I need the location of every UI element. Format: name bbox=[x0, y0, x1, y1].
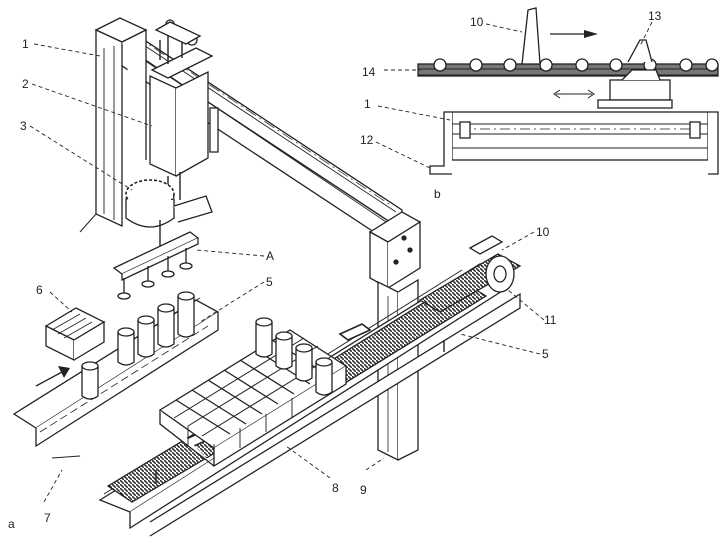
chain-belt bbox=[417, 63, 719, 77]
gripper-bar bbox=[112, 220, 200, 300]
rotary-head bbox=[125, 179, 213, 228]
left-column bbox=[79, 17, 148, 233]
inset-b bbox=[417, 7, 719, 175]
label-5: 5 bbox=[266, 275, 273, 289]
label-2: 2 bbox=[22, 77, 29, 91]
inset-label-12: 12 bbox=[360, 133, 374, 147]
pusher-finger bbox=[521, 7, 541, 65]
label-a-lower: a bbox=[8, 517, 15, 531]
feed-arrow bbox=[35, 371, 63, 387]
z-axis-carriage bbox=[149, 19, 219, 200]
label-1: 1 bbox=[22, 37, 29, 51]
label-11: 11 bbox=[544, 313, 557, 327]
pusher-cylinder bbox=[44, 307, 106, 362]
callout-labels: 1 2 3 A 6 5 10 11 5 8 9 7 a 10 13 14 1 1… bbox=[8, 9, 662, 531]
linear-axis bbox=[451, 111, 709, 161]
inset-label-b: b bbox=[434, 187, 441, 201]
inset-label-14: 14 bbox=[362, 65, 376, 79]
label-3: 3 bbox=[20, 119, 27, 133]
inset-label-1: 1 bbox=[364, 97, 371, 111]
inset-label-10: 10 bbox=[470, 15, 484, 29]
label-7: 7 bbox=[44, 511, 51, 525]
infeed-cans bbox=[81, 291, 195, 400]
label-10: 10 bbox=[536, 225, 550, 239]
label-9: 9 bbox=[360, 483, 367, 497]
inset-label-13: 13 bbox=[648, 9, 662, 23]
carriage bbox=[609, 79, 671, 101]
label-5-right: 5 bbox=[542, 347, 549, 361]
mounting-bracket bbox=[429, 111, 452, 175]
label-6: 6 bbox=[36, 283, 43, 297]
label-8: 8 bbox=[332, 481, 339, 495]
chain-rollers bbox=[433, 58, 719, 72]
pallet-cans bbox=[255, 317, 333, 396]
leader-lines bbox=[29, 21, 653, 503]
label-a: A bbox=[266, 249, 274, 263]
